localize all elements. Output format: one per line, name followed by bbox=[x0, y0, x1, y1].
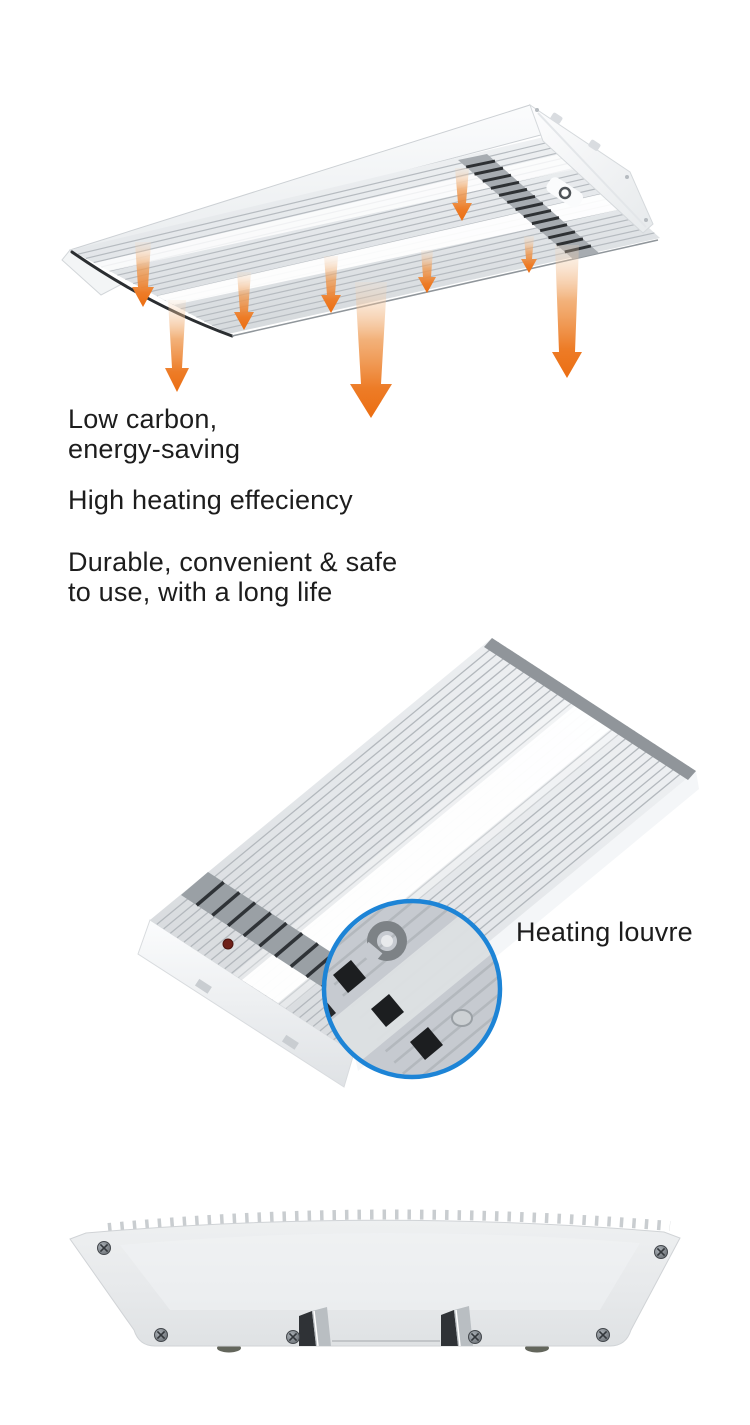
mounting-tab bbox=[588, 139, 601, 151]
feature-text-low-carbon: Low carbon, energy-saving bbox=[68, 404, 240, 464]
front-edge-line bbox=[231, 239, 659, 337]
feature-line: Low carbon, bbox=[68, 404, 218, 434]
screw-icon bbox=[653, 1244, 669, 1260]
screw-hole bbox=[625, 175, 629, 179]
feature-line: High heating effeciency bbox=[68, 485, 353, 515]
vent-notch bbox=[299, 1307, 331, 1347]
mounting-tab bbox=[550, 112, 563, 124]
louvre-detail-image bbox=[137, 638, 699, 1088]
heat-arrow bbox=[350, 282, 392, 418]
heat-arrow bbox=[132, 242, 154, 307]
feature-text-efficiency: High heating effeciency bbox=[68, 485, 353, 515]
serrated-edge bbox=[107, 1209, 671, 1233]
clip-gap bbox=[359, 941, 383, 965]
sensor-dot bbox=[558, 186, 572, 200]
heating-louvre-label: Heating louvre bbox=[516, 917, 693, 947]
heat-arrows bbox=[132, 168, 582, 418]
feature-line: to use, with a long life bbox=[68, 577, 333, 607]
screw-hole bbox=[535, 108, 539, 112]
heat-arrow bbox=[234, 272, 254, 330]
heat-arrow bbox=[418, 250, 436, 293]
louvre-slot bbox=[410, 1027, 443, 1060]
louvre-slot bbox=[333, 960, 366, 993]
louvre-slot bbox=[371, 994, 404, 1027]
end-cap-fold bbox=[537, 112, 647, 228]
panel-end-skirt bbox=[137, 919, 355, 1088]
screw-icon bbox=[285, 1329, 301, 1345]
hero-product-image bbox=[61, 103, 660, 418]
magnifier-circle bbox=[321, 898, 503, 1080]
heat-arrow bbox=[552, 245, 582, 378]
heat-arrow bbox=[321, 256, 341, 313]
heat-arrow bbox=[165, 300, 189, 392]
indicator-led bbox=[222, 938, 234, 950]
screw-icon bbox=[595, 1327, 611, 1343]
screw-hole bbox=[644, 218, 648, 222]
front-view-image bbox=[69, 1209, 681, 1353]
panel-far-edge bbox=[484, 638, 696, 780]
glow-strip bbox=[157, 192, 627, 305]
extrusion-profile bbox=[326, 905, 498, 1060]
screw-boss bbox=[451, 1009, 473, 1027]
screw-icon bbox=[96, 1240, 112, 1256]
screw-icon bbox=[153, 1327, 169, 1343]
heat-arrow bbox=[452, 168, 472, 221]
glow-strip-soft bbox=[233, 692, 629, 1009]
clip-profile bbox=[367, 921, 407, 961]
body-sheen bbox=[120, 1232, 640, 1310]
feature-line: energy-saving bbox=[68, 434, 241, 464]
skirt-tab bbox=[281, 1034, 299, 1050]
feature-line: Durable, convenient & safe bbox=[68, 547, 398, 577]
clip-core bbox=[381, 935, 393, 947]
screw-icon bbox=[467, 1329, 483, 1345]
front-edge-shadow bbox=[70, 250, 234, 338]
magnifier-content bbox=[326, 903, 498, 1075]
heat-arrow bbox=[521, 236, 537, 273]
skirt-tab bbox=[194, 978, 212, 994]
glow-strip bbox=[242, 698, 620, 1003]
feature-text-durable: Durable, convenient & safe to use, with … bbox=[68, 547, 397, 607]
